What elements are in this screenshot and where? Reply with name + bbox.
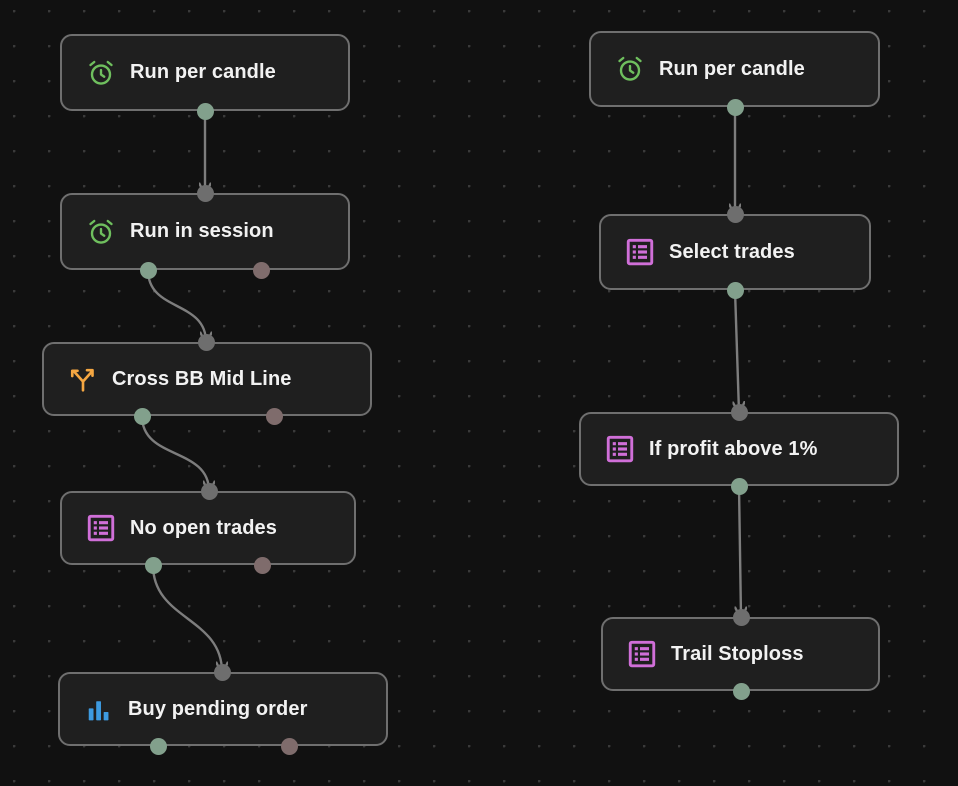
port-input-cross-bb-mid-line[interactable] — [197, 333, 215, 351]
list-icon — [603, 432, 637, 466]
list-icon — [84, 511, 118, 545]
port-output-true-run-per-candle-right[interactable] — [726, 98, 744, 116]
alarm-clock-icon — [84, 56, 118, 90]
port-input-no-open-trades[interactable] — [200, 482, 218, 500]
node-no-open-trades[interactable]: No open trades — [60, 491, 356, 565]
port-output-true-cross-bb-mid-line[interactable] — [133, 407, 151, 425]
port-output-true-buy-pending-order[interactable] — [149, 737, 167, 755]
edge-cross-bb-mid-line-to-no-open-trades[interactable] — [140, 414, 209, 491]
edge-run-in-session-to-cross-bb-mid-line[interactable] — [146, 268, 206, 342]
port-output-false-buy-pending-order[interactable] — [280, 737, 298, 755]
port-output-true-run-per-candle-left[interactable] — [196, 102, 214, 120]
node-label: Select trades — [669, 240, 795, 263]
node-label: No open trades — [130, 516, 277, 539]
node-label: Run per candle — [130, 61, 276, 83]
node-cross-bb-mid-line[interactable]: Cross BB Mid Line — [42, 342, 372, 416]
port-output-false-run-in-session[interactable] — [252, 261, 270, 279]
port-output-true-trail-stoploss[interactable] — [732, 682, 750, 700]
node-label: Buy pending order — [128, 697, 308, 720]
node-run-per-candle-right[interactable]: Run per candle — [589, 31, 880, 107]
bar-chart-icon — [82, 692, 116, 726]
node-label: Run per candle — [659, 57, 805, 80]
node-trail-stoploss[interactable]: Trail Stoploss — [601, 617, 880, 691]
port-output-true-no-open-trades[interactable] — [144, 556, 162, 574]
list-icon — [623, 235, 657, 269]
alarm-clock-icon — [613, 52, 647, 86]
fork-branch-icon — [66, 362, 100, 396]
alarm-clock-icon — [84, 215, 118, 249]
node-label: If profit above 1% — [649, 437, 818, 460]
port-output-true-run-in-session[interactable] — [139, 261, 157, 279]
port-output-true-if-profit-above-1[interactable] — [730, 477, 748, 495]
list-icon — [625, 637, 659, 671]
edge-select-trades-to-if-profit-above-1[interactable] — [735, 288, 739, 412]
port-input-if-profit-above-1[interactable] — [730, 403, 748, 421]
node-select-trades[interactable]: Select trades — [599, 214, 871, 290]
node-buy-pending-order[interactable]: Buy pending order — [58, 672, 388, 746]
node-if-profit-above-1[interactable]: If profit above 1% — [579, 412, 899, 486]
node-label: Trail Stoploss — [671, 642, 804, 665]
port-input-select-trades[interactable] — [726, 205, 744, 223]
node-label: Run in session — [130, 220, 274, 242]
port-input-trail-stoploss[interactable] — [732, 608, 750, 626]
edge-if-profit-above-1-to-trail-stoploss[interactable] — [739, 484, 741, 617]
port-output-false-no-open-trades[interactable] — [253, 556, 271, 574]
port-input-run-in-session[interactable] — [196, 184, 214, 202]
port-output-true-select-trades[interactable] — [726, 281, 744, 299]
node-run-per-candle-left[interactable]: Run per candle — [60, 34, 350, 111]
port-input-buy-pending-order[interactable] — [213, 663, 231, 681]
node-run-in-session[interactable]: Run in session — [60, 193, 350, 270]
port-output-false-cross-bb-mid-line[interactable] — [265, 407, 283, 425]
edge-no-open-trades-to-buy-pending-order[interactable] — [151, 563, 222, 672]
node-label: Cross BB Mid Line — [112, 367, 292, 390]
